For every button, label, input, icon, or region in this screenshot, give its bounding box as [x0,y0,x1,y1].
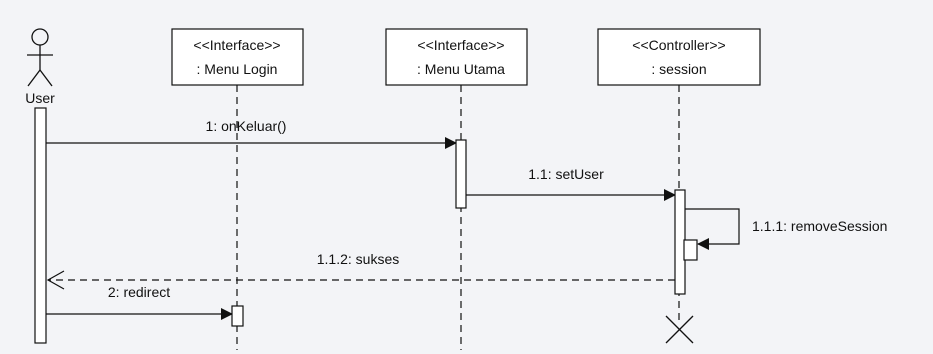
lifeline-stereotype: <<Controller>> [632,37,725,53]
session-nested-activation-bar [683,239,698,261]
actor-label: User [25,90,55,106]
message-1-1-1-label: 1.1.1: removeSession [752,218,887,234]
actor-left-leg [27,69,41,87]
actor-activation-bar [34,107,47,344]
actor-head [31,28,49,46]
menu-utama-activation-bar [455,139,467,209]
lifeline-name: : Menu Utama [417,61,505,77]
lifeline-menu-utama: <<Interface>> : Menu Utama [385,28,528,86]
lifeline-box [171,28,304,86]
message-1-1-label: 1.1: setUser [528,166,604,182]
lifeline-box [597,28,761,86]
lifeline-stereotype: <<Interface>> [417,37,504,53]
message-1-1-2-label: 1.1.2: sukses [317,251,400,267]
lifeline-box [385,28,528,86]
message-2-label: 2: redirect [108,284,170,300]
message-1-1-1-arrow [685,208,740,250]
lifeline-menu-login: <<Interface>> : Menu Login [171,28,304,86]
lifeline-stereotype: <<Interface>> [193,37,280,53]
lifeline-session: <<Controller>> : session [597,28,761,86]
session-destroy-marker [665,315,694,344]
actor-right-leg [39,69,53,87]
message-1-label: 1: onKeluar() [206,118,287,134]
menu-login-activation-bar [231,305,244,327]
lifeline-name: : Menu Login [197,61,278,77]
lifeline-name: : session [651,61,706,77]
return-arrow-head [46,270,65,290]
user-actor [27,28,53,87]
